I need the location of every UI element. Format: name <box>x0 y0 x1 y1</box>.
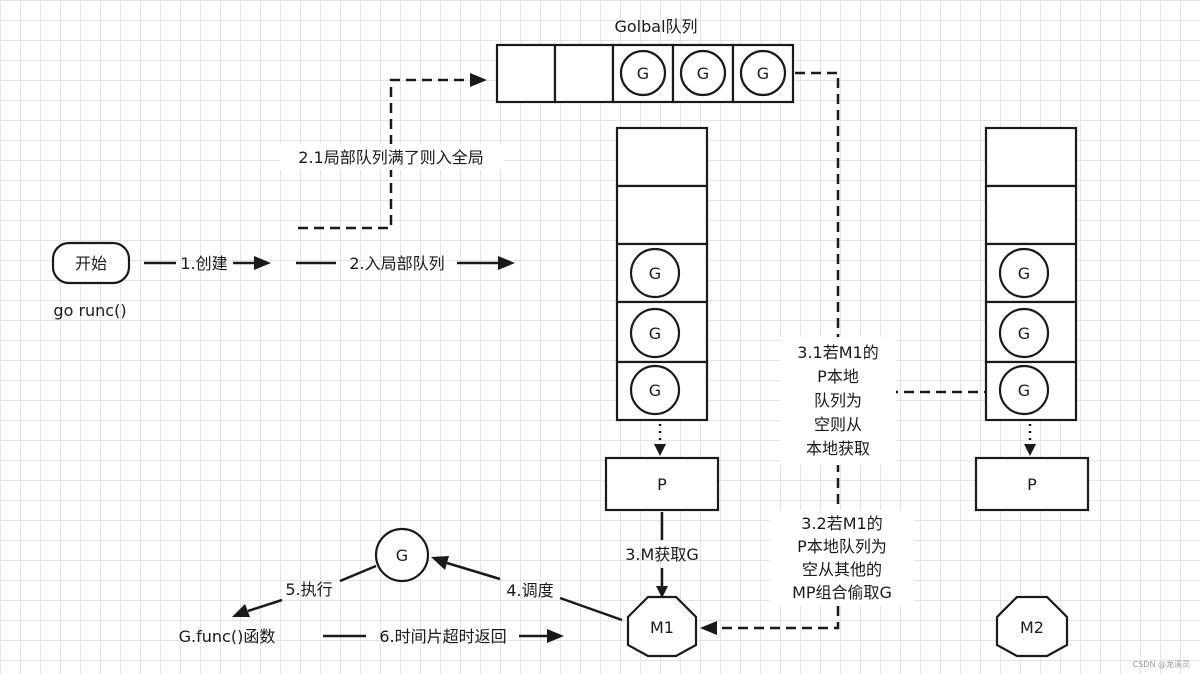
global-queue: G G G <box>495 43 795 104</box>
step-schedule-label: 4.调度 <box>506 581 553 600</box>
local-queue-slot <box>615 126 709 188</box>
running-goroutine <box>374 527 430 583</box>
global-queue-slot <box>553 43 615 104</box>
global-queue-title: Golbal队列 <box>614 17 697 36</box>
goroutine-label: G <box>1018 264 1030 283</box>
label-line: MP组合偷取G <box>792 583 892 602</box>
p1-local-queue: G G G <box>615 126 709 422</box>
goroutine-label: G <box>697 64 709 83</box>
machine-m1-label: M1 <box>650 618 674 637</box>
step-create-label: 1.创建 <box>180 254 227 273</box>
arrowhead-icon <box>654 444 666 456</box>
arrowhead-icon <box>470 73 487 87</box>
step-m-get-g-label: 3.M获取G <box>625 545 698 564</box>
start-node <box>51 241 131 285</box>
step-enqueue-local-label: 2.入局部队列 <box>349 254 444 273</box>
goroutine-circle <box>679 49 727 97</box>
machine-m2-label: M2 <box>1020 618 1044 637</box>
goroutine-circle <box>629 364 681 416</box>
schedule-arrow <box>446 561 501 581</box>
arrowhead-icon <box>547 629 564 643</box>
goroutine-circle <box>998 364 1050 416</box>
execute-arrow <box>247 598 283 613</box>
label-line: P本地队列为 <box>797 537 887 556</box>
label-line: 3.1若M1的 <box>797 343 878 362</box>
running-goroutine-label: G <box>396 546 408 565</box>
label-line: 空从其他的 <box>802 560 882 579</box>
goroutine-circle <box>629 307 681 359</box>
arrowhead-icon <box>498 256 515 270</box>
arrowhead-icon <box>700 621 717 635</box>
goroutine-label: G <box>1018 381 1030 400</box>
label-line: 空则从 <box>814 415 862 434</box>
arrowhead-icon <box>1024 444 1036 456</box>
goroutine-circle <box>619 49 667 97</box>
step-local-full-label: 2.1局部队列满了则入全局 <box>298 148 483 167</box>
goroutine-circle <box>998 307 1050 359</box>
label-backdrop <box>770 510 914 606</box>
step-timeslice-label: 6.时间片超时返回 <box>379 627 506 646</box>
execute-arrow <box>339 564 377 583</box>
label-backdrop <box>280 144 504 170</box>
arrowhead-icon <box>254 256 271 270</box>
local-queue-slot <box>615 184 709 246</box>
goroutine-label: G <box>757 64 769 83</box>
step-execute-label: 5.执行 <box>285 580 332 599</box>
local-queue-slot <box>984 126 1078 188</box>
local-queue-slot <box>984 184 1078 246</box>
schedule-arrow <box>559 596 623 622</box>
label-line: 队列为 <box>814 391 862 410</box>
goroutine-circle <box>998 247 1050 299</box>
label-backdrop <box>780 337 896 465</box>
start-label: 开始 <box>75 254 107 273</box>
label-line: P本地 <box>817 367 859 386</box>
machine-m2 <box>995 595 1069 658</box>
goroutine-label: G <box>649 381 661 400</box>
processor-p1-label: P <box>657 475 667 494</box>
processor-p2-label: P <box>1027 475 1037 494</box>
step-empty-local-label: 3.1若M1的 P本地 队列为 空则从 本地获取 <box>780 337 896 465</box>
arrowhead-icon <box>431 556 449 570</box>
p2-local-queue: G G G <box>984 126 1078 422</box>
machine-m1 <box>626 595 698 658</box>
goroutine-label: G <box>649 264 661 283</box>
step-steal-label: 3.2若M1的 P本地队列为 空从其他的 MP组合偷取G <box>770 510 914 606</box>
arrowhead-icon <box>232 604 250 617</box>
watermark: CSDN @龙溪灵 <box>1133 659 1190 669</box>
global-queue-slot <box>495 43 557 104</box>
goroutine-circle <box>629 247 681 299</box>
label-line: 本地获取 <box>806 439 870 458</box>
goroutine-circle <box>739 49 787 97</box>
goroutine-label: G <box>637 64 649 83</box>
func-label: G.func()函数 <box>179 627 276 646</box>
arrowhead-icon <box>656 586 668 598</box>
goroutine-label: G <box>649 324 661 343</box>
label-line: 3.2若M1的 <box>801 514 882 533</box>
start-sublabel: go runc() <box>53 301 126 320</box>
processor-p1 <box>604 456 720 512</box>
goroutine-label: G <box>1018 324 1030 343</box>
processor-p2 <box>974 456 1090 512</box>
